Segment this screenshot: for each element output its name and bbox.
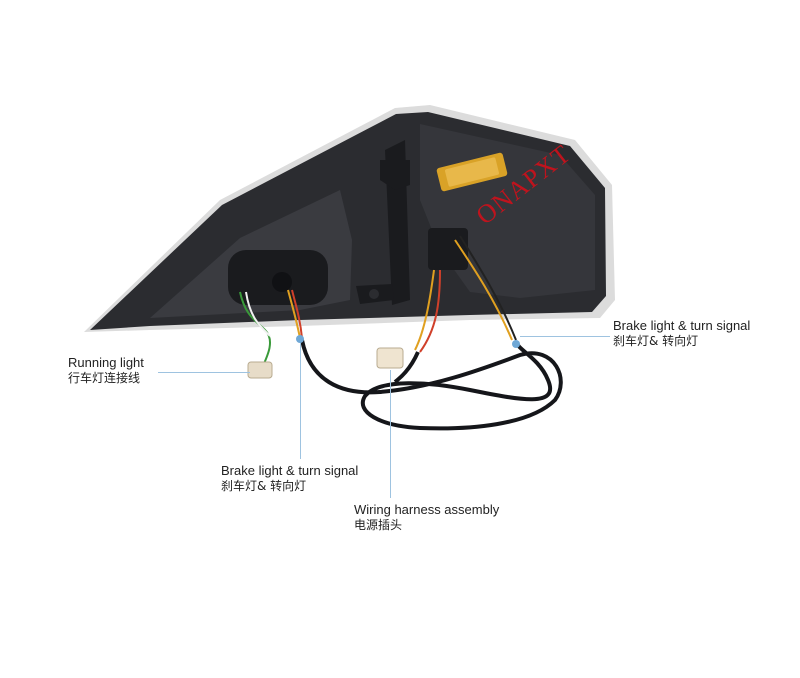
- running-light-connector: [247, 361, 273, 379]
- leader-brake-bottom: [300, 343, 301, 459]
- running-light-label-en: Running light: [68, 355, 144, 370]
- wiring-harness: [300, 339, 563, 431]
- leader-harness: [390, 370, 391, 498]
- wiring-harness-label-zh: 电源插头: [354, 518, 403, 533]
- brake-turn-right-label-en: Brake light & turn signal: [613, 318, 751, 333]
- wiring-harness-label-en: Wiring harness assembly: [354, 502, 500, 517]
- running-light-label-zh: 行车灯连接线: [68, 371, 141, 386]
- power-plug: [376, 347, 404, 369]
- brake-turn-bottom-label-zh: 刹车灯& 转向灯: [221, 479, 307, 494]
- running-light-label: Running light 行车灯连接线: [68, 355, 144, 386]
- brake-turn-right-label-zh: 刹车灯& 转向灯: [613, 334, 699, 349]
- brake-turn-bottom-label-en: Brake light & turn signal: [221, 463, 359, 478]
- brake-turn-bottom-label: Brake light & turn signal 刹车灯& 转向灯: [221, 463, 358, 494]
- leader-running-light: [158, 372, 250, 373]
- brake-turn-right-label: Brake light & turn signal 刹车灯& 转向灯: [613, 318, 750, 349]
- wiring-harness-label: Wiring harness assembly 电源插头: [354, 502, 499, 533]
- leader-brake-right: [520, 336, 610, 337]
